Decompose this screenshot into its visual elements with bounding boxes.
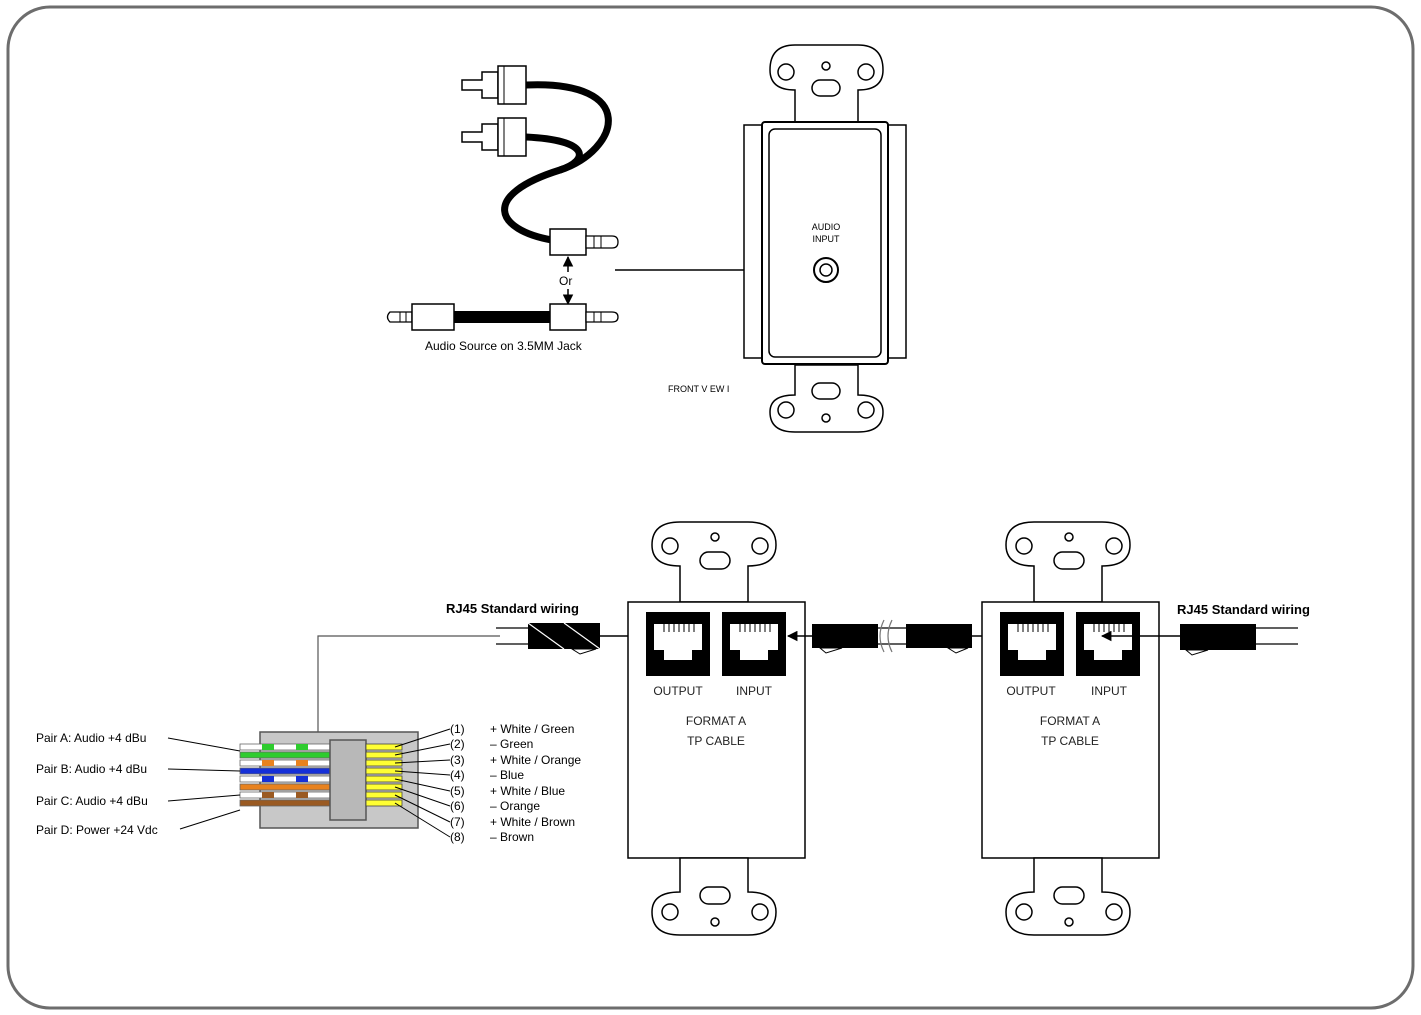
pin-3-num: (3) [450,753,465,767]
rca-plug-2 [461,117,527,157]
rj45-contacts [365,743,403,807]
panel-1-input-label: INPUT [736,684,773,698]
panel-2-format-line2: TP CABLE [1041,734,1099,748]
pair-c-label: Pair C: Audio +4 dBu [36,794,148,808]
audio-cable-illustration: Or Audio Source on 3.5MM Jack [386,65,810,353]
panel-2-format-line1: FORMAT A [1040,714,1100,728]
pair-d-label: Pair D: Power +24 Vdc [36,823,158,837]
panel-1-input-port [722,612,786,676]
rca-plug-1 [461,65,527,105]
tp-panel-1: OUTPUT INPUT FORMAT A TP CABLE [627,521,806,936]
rj45-right-cable [1100,624,1298,656]
panel-2-output-label: OUTPUT [1006,684,1056,698]
pin-7-desc: + White / Brown [490,815,575,829]
pin-5-num: (5) [450,784,465,798]
rj45-left-title: RJ45 Standard wiring [446,601,579,616]
plate-audio-label: AUDIO [812,222,841,232]
panel-2-input-label: INPUT [1091,684,1128,698]
panel-2-input-port [1076,612,1140,676]
pair-labels: Pair A: Audio +4 dBu Pair B: Audio +4 dB… [36,731,158,837]
mini-jack-plug-upper [549,228,619,256]
pin-4-num: (4) [450,768,465,782]
pin-labels: (1) + White / Green (2) – Green (3) + Wh… [450,722,581,844]
pin-1-desc: + White / Green [490,722,574,736]
y-cable-wire-2 [525,133,583,174]
pin-6-num: (6) [450,799,465,813]
rj45-wiring-illustration [167,635,500,838]
audio-wall-plate: AUDIO INPUT [743,44,907,433]
panel-1-format-line1: FORMAT A [686,714,746,728]
panel-1-format-line2: TP CABLE [687,734,745,748]
pin-2-desc: – Green [490,737,533,751]
panel-1-output-port [646,612,710,676]
pin-3-desc: + White / Orange [490,753,581,767]
inter-panel-cable [786,619,998,654]
pin-8-desc: – Brown [490,830,534,844]
audio-source-label: Audio Source on 3.5MM Jack [425,339,583,353]
pair-b-label: Pair B: Audio +4 dBu [36,762,147,776]
pin-4-desc: – Blue [490,768,524,782]
pair-leader-lines [167,737,241,830]
tp-panel-2: OUTPUT INPUT FORMAT A TP CABLE [981,521,1160,936]
pin-7-num: (7) [450,815,465,829]
pin-1-num: (1) [450,722,465,736]
pair-a-label: Pair A: Audio +4 dBu [36,731,146,745]
plug-to-panel-line [317,635,500,732]
pin-5-desc: + White / Blue [490,784,565,798]
front-view-label: FRONT V EW I [668,384,729,394]
or-label: Or [559,274,572,288]
panel-2-output-port [1000,612,1064,676]
rj45-right-title: RJ45 Standard wiring [1177,602,1310,617]
mini-jack-cable [386,303,619,331]
panel-1-output-label: OUTPUT [653,684,703,698]
pin-2-num: (2) [450,737,465,751]
pin-leader-lines [394,728,451,838]
pin-8-num: (8) [450,830,465,844]
pin-6-desc: – Orange [490,799,540,813]
plate-input-label: INPUT [813,234,841,244]
